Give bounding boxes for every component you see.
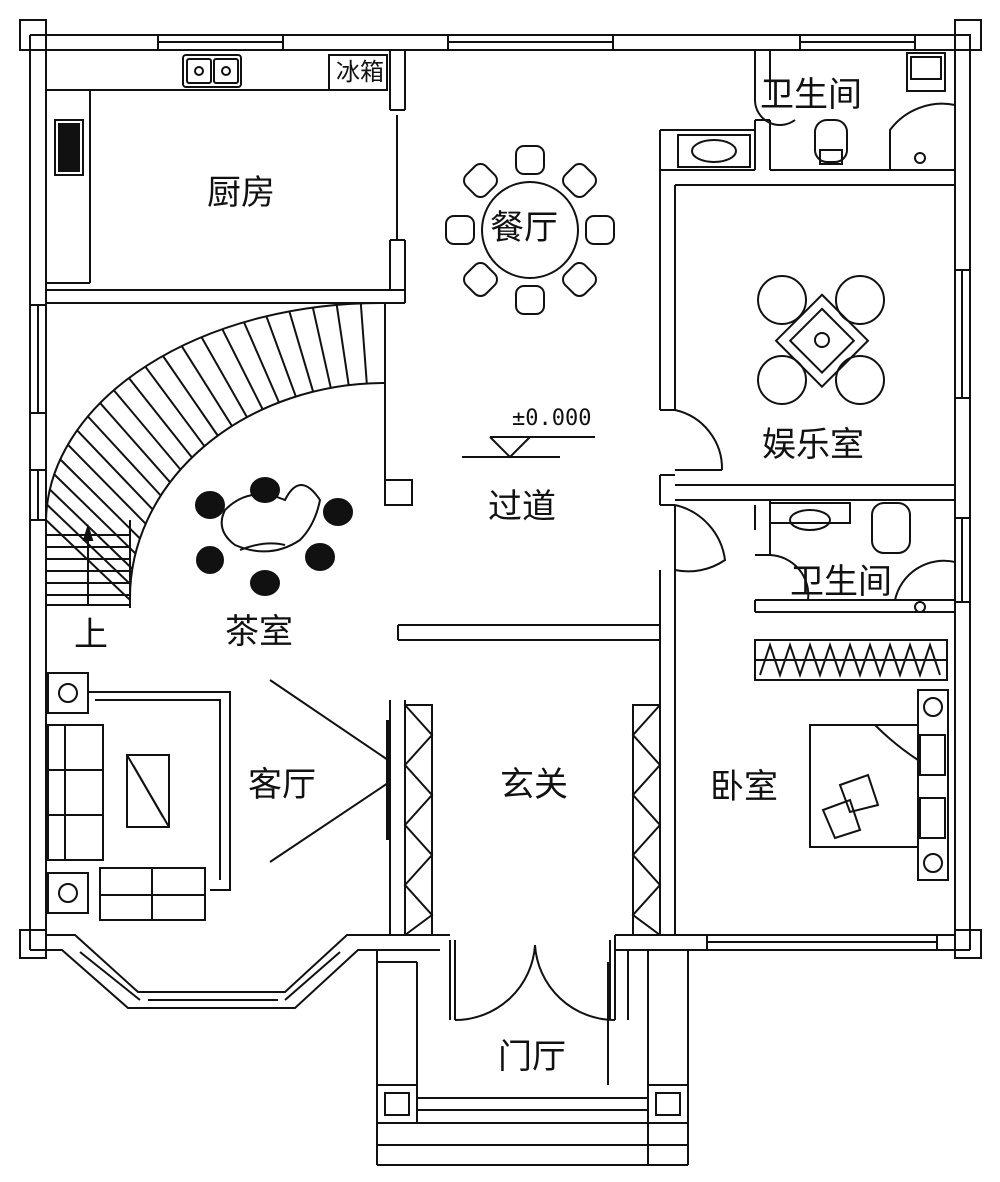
dining-table <box>446 146 614 314</box>
stair-tread <box>67 444 146 524</box>
corridor-label: 过道 <box>488 487 556 527</box>
elevation-label: ±0.000 <box>512 406 592 431</box>
stair-tread <box>223 330 263 410</box>
bath-top-fixtures <box>678 53 955 170</box>
bedroom-label: 卧室 <box>710 767 778 807</box>
kitchen-fixtures <box>55 55 387 175</box>
stair-tread <box>337 305 349 385</box>
stair-tread <box>60 459 141 539</box>
stair-tread <box>202 337 247 417</box>
stair-tread <box>244 323 279 403</box>
stair-tread <box>267 317 296 397</box>
windows <box>30 35 970 950</box>
entry-label: 玄关 <box>500 765 568 805</box>
fridge-label: 冰箱 <box>336 58 384 86</box>
tea-table <box>196 478 352 595</box>
porch <box>377 950 688 1165</box>
dining-chair <box>516 286 544 314</box>
entertainment-label: 娱乐室 <box>762 425 864 465</box>
stair-tread <box>100 403 171 483</box>
doors <box>270 100 808 1020</box>
stair-tread <box>49 489 132 569</box>
dining-chair <box>446 216 474 244</box>
dining-label: 餐厅 <box>490 208 558 248</box>
tea-room-label: 茶室 <box>225 612 293 652</box>
staircase <box>46 303 385 608</box>
stair-tread <box>114 390 181 470</box>
wardrobe <box>755 640 947 680</box>
bath-top-label: 卫生间 <box>760 75 862 115</box>
stair-tread <box>54 474 136 554</box>
porch-label: 门厅 <box>498 1037 566 1077</box>
dining-chair <box>516 146 544 174</box>
bath-mid-label: 卫生间 <box>790 562 892 602</box>
interior-walls <box>46 50 955 1020</box>
dining-chair <box>560 260 600 300</box>
stair-tread <box>289 312 313 392</box>
living-label: 客厅 <box>248 765 316 805</box>
stair-tread <box>163 356 218 436</box>
dining-chair <box>586 216 614 244</box>
living-sofas <box>48 673 230 920</box>
stair-tread <box>145 367 204 447</box>
stair-up-label: 上 <box>74 615 108 655</box>
bed <box>810 690 948 880</box>
dining-chair <box>461 260 501 300</box>
stair-tread <box>182 346 232 426</box>
stair-tread <box>361 304 367 384</box>
elevation-marker <box>462 437 595 457</box>
stair-tread <box>313 308 331 388</box>
entry-cabinets <box>405 705 660 935</box>
stair-tread <box>129 378 192 458</box>
dining-chair <box>461 161 501 201</box>
dining-chair <box>560 161 600 201</box>
bath-mid-fixtures <box>770 503 955 612</box>
kitchen-label: 厨房 <box>207 173 275 213</box>
mahjong-table <box>758 276 884 404</box>
stair-arrow <box>84 527 92 605</box>
stair-tread <box>87 416 161 496</box>
stair-tread <box>77 430 153 510</box>
